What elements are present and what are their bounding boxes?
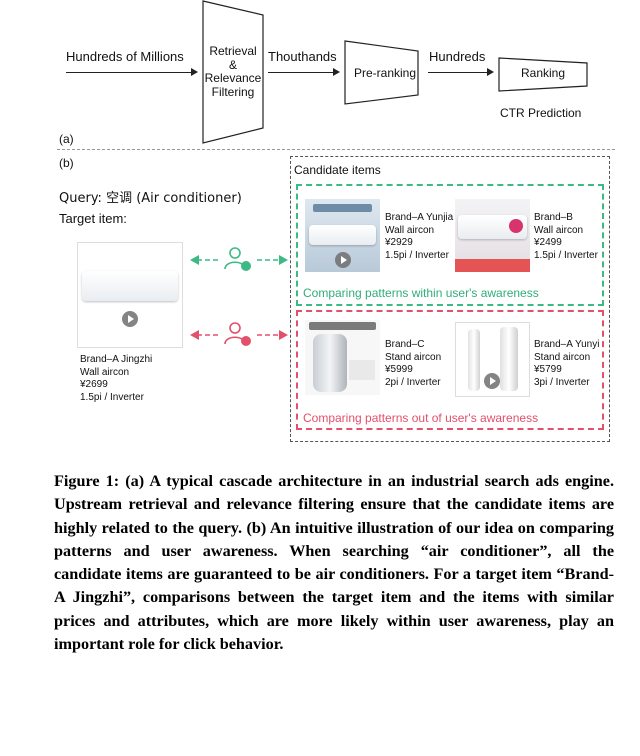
target-label: Target item: <box>59 211 127 226</box>
promo-strip-graphic <box>455 259 530 272</box>
play-icon[interactable] <box>484 373 500 389</box>
out-awareness-connector <box>190 322 288 346</box>
ctr-prediction-label: CTR Prediction <box>500 106 582 120</box>
within-awareness-group <box>296 184 604 306</box>
wall-aircon-graphic <box>309 225 376 245</box>
promo-badge-graphic <box>509 219 523 233</box>
candidate-image-brand-c[interactable] <box>305 320 380 395</box>
funnel-shapes <box>202 0 588 144</box>
stand-aircon-graphic <box>500 327 518 391</box>
play-icon[interactable] <box>335 252 351 268</box>
candidate-image-brand-a-yunjia[interactable] <box>305 199 380 272</box>
figure-caption: Figure 1: (a) A typical cascade architec… <box>54 472 614 654</box>
part-a-label: (a) <box>59 132 74 146</box>
out-awareness-caption: Comparing patterns out of user's awarene… <box>303 411 539 425</box>
part-b-label: (b) <box>59 156 74 170</box>
preranking-label: Pre-ranking <box>354 66 417 80</box>
thousands-text: Thouthands <box>268 49 337 64</box>
hundreds-text: Hundreds <box>429 49 486 64</box>
target-item-image[interactable] <box>77 242 183 348</box>
user-awareness-icon <box>224 247 251 271</box>
arrow-mid2 <box>428 68 494 76</box>
arrow-input <box>66 68 198 76</box>
candidate-info-brand-a-yunyi: Brand–A Yunyi Stand aircon ¥5799 3pi / I… <box>534 339 600 388</box>
candidate-items-title: Candidate items <box>294 163 381 177</box>
retrieval-funnel <box>202 0 264 144</box>
query-text: Query: 空调 (Air conditioner) <box>59 191 242 206</box>
detail-graphic <box>349 360 375 380</box>
comparison-connectors <box>190 247 288 346</box>
target-item-info: Brand–A Jingzhi Wall aircon ¥2699 1.5pi … <box>80 354 153 403</box>
candidate-info-brand-a-yunjia: Brand–A Yunjia Wall aircon ¥2929 1.5pi /… <box>385 212 454 261</box>
user-unaware-icon <box>224 322 251 346</box>
out-awareness-group <box>296 310 604 430</box>
stand-aircon-graphic <box>313 334 347 392</box>
ranking-funnel <box>498 57 588 92</box>
section-divider <box>57 149 615 150</box>
stand-aircon-graphic <box>468 329 480 391</box>
play-icon[interactable] <box>122 311 138 327</box>
candidate-info-brand-b: Brand–B Wall aircon ¥2499 1.5pi / Invert… <box>534 212 598 261</box>
candidate-items-box <box>290 156 610 442</box>
arrow-mid1 <box>268 68 340 76</box>
banner-graphic <box>313 204 372 212</box>
candidate-image-brand-b[interactable] <box>455 199 530 272</box>
wall-aircon-graphic <box>82 271 178 301</box>
ranking-label: Ranking <box>521 66 566 80</box>
retrieval-stage-label: Retrieval & Relevance Filtering <box>204 44 262 99</box>
candidate-info-brand-c: Brand–C Stand aircon ¥5999 2pi / Inverte… <box>385 339 442 388</box>
within-awareness-caption: Comparing patterns within user's awarene… <box>303 286 539 300</box>
banner-graphic <box>309 322 376 330</box>
preranking-funnel <box>344 40 419 105</box>
within-awareness-connector <box>190 247 288 271</box>
input-volume-text: Hundreds of Millions <box>66 49 184 64</box>
candidate-image-brand-a-yunyi[interactable] <box>455 322 530 397</box>
